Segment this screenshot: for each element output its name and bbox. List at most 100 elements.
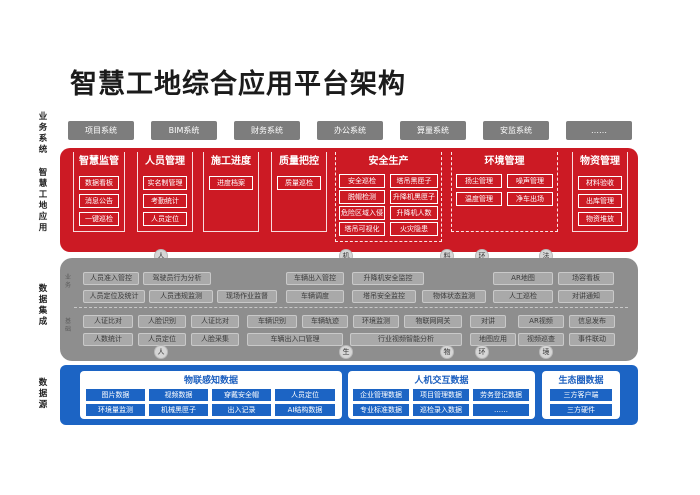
layer-label-application: 智慧工地应用 bbox=[38, 168, 48, 233]
module-title: 智慧监管 bbox=[79, 156, 119, 167]
app-item[interactable]: 扬尘管理 bbox=[456, 174, 502, 188]
integration-item[interactable]: AR地图 bbox=[493, 272, 553, 285]
app-item[interactable]: 进度档案 bbox=[209, 176, 253, 190]
source-item[interactable]: 巡检录入数据 bbox=[413, 404, 469, 416]
connector-bottom-life: 生 bbox=[339, 345, 353, 359]
source-item[interactable]: 出入记录 bbox=[212, 404, 271, 416]
layer-label-source: 数据源 bbox=[38, 378, 48, 410]
integration-item[interactable]: 现场作业监督 bbox=[217, 290, 277, 303]
integration-item[interactable]: 人员违规监测 bbox=[149, 290, 213, 303]
integration-item[interactable]: 车辆识别 bbox=[247, 315, 297, 328]
source-item[interactable]: 劳务登记数据 bbox=[473, 389, 529, 401]
business-system-safety[interactable]: 安监系统 bbox=[483, 121, 549, 140]
integration-item[interactable]: 人脸识别 bbox=[138, 315, 186, 328]
integration-item[interactable]: 升降机安全监控 bbox=[352, 272, 424, 285]
module-title: 质量把控 bbox=[279, 156, 319, 167]
business-system-office[interactable]: 办公系统 bbox=[317, 121, 383, 140]
integration-item[interactable]: 信息发布 bbox=[569, 315, 615, 328]
source-item[interactable]: 图片数据 bbox=[86, 389, 145, 401]
integration-item[interactable]: 物联网网关 bbox=[404, 315, 462, 328]
source-item[interactable]: 项目管理数据 bbox=[413, 389, 469, 401]
source-item[interactable]: 机械黑匣子 bbox=[149, 404, 208, 416]
integration-item[interactable]: 人脸采集 bbox=[191, 333, 239, 346]
business-system-bim[interactable]: BIM系统 bbox=[151, 121, 217, 140]
integration-item[interactable]: 车辆出入管控 bbox=[286, 272, 344, 285]
integration-item[interactable]: 场容看板 bbox=[558, 272, 614, 285]
integration-item[interactable]: 人证比对 bbox=[83, 315, 133, 328]
app-item[interactable]: 消息公告 bbox=[79, 194, 119, 208]
integration-item[interactable]: 对讲 bbox=[470, 315, 506, 328]
app-item[interactable]: 一键巡检 bbox=[79, 212, 119, 226]
integration-item[interactable]: 环境监测 bbox=[353, 315, 399, 328]
source-item[interactable]: 穿戴安全帽 bbox=[212, 389, 271, 401]
source-item[interactable]: 三方客户端 bbox=[550, 389, 612, 401]
connector-bottom-surroundings: 境 bbox=[539, 345, 553, 359]
app-item[interactable]: 物资堆放 bbox=[578, 212, 622, 226]
app-item[interactable]: 材料验收 bbox=[578, 176, 622, 190]
integration-item[interactable]: AR视频 bbox=[518, 315, 564, 328]
integration-item[interactable]: 行业视频智能分析 bbox=[350, 333, 462, 346]
app-item[interactable]: 塔吊黑匣子 bbox=[390, 174, 438, 188]
source-panel-ecosystem: 生态圈数据 三方客户端 三方硬件 bbox=[542, 371, 620, 419]
source-title: 生态圈数据 bbox=[558, 376, 604, 386]
integration-layer: 业务 基础 人员准入管控 驾驶员行为分析 车辆出入管控 升降机安全监控 AR地图… bbox=[60, 258, 638, 361]
page-title: 智慧工地综合应用平台架构 bbox=[70, 69, 406, 100]
integration-item[interactable]: 车辆调度 bbox=[286, 290, 344, 303]
app-item[interactable]: 安全巡检 bbox=[339, 174, 385, 188]
business-system-project[interactable]: 项目系统 bbox=[68, 121, 134, 140]
source-item[interactable]: 环境量监测 bbox=[86, 404, 145, 416]
integration-item[interactable]: 事件联动 bbox=[569, 333, 615, 346]
module-title: 安全生产 bbox=[368, 156, 409, 167]
app-item[interactable]: 升降机人数 bbox=[390, 206, 438, 220]
app-item[interactable]: 塔吊可视化 bbox=[339, 222, 385, 236]
integration-item[interactable]: 塔吊安全监控 bbox=[352, 290, 416, 303]
source-item[interactable]: 视频数据 bbox=[149, 389, 208, 401]
source-item[interactable]: 企业管理数据 bbox=[353, 389, 409, 401]
business-system-quantity[interactable]: 算量系统 bbox=[400, 121, 466, 140]
source-item[interactable]: …… bbox=[473, 404, 529, 416]
side-label-business: 业务 bbox=[64, 274, 71, 289]
app-item[interactable]: 考勤统计 bbox=[143, 194, 187, 208]
module-title: 物资管理 bbox=[580, 156, 620, 167]
source-item[interactable]: 专业标准数据 bbox=[353, 404, 409, 416]
app-item[interactable]: 净车出场 bbox=[507, 192, 553, 206]
integration-item[interactable]: 地图应用 bbox=[470, 333, 516, 346]
app-item[interactable]: 实名制管理 bbox=[143, 176, 187, 190]
source-item[interactable]: AI结构数据 bbox=[275, 404, 335, 416]
source-item[interactable]: 三方硬件 bbox=[550, 404, 612, 416]
app-item[interactable]: 数据看板 bbox=[79, 176, 119, 190]
integration-item[interactable]: 人员准入管控 bbox=[83, 272, 139, 285]
app-item[interactable]: 危险区域入侵 bbox=[339, 206, 385, 220]
integration-item[interactable]: 视频巡查 bbox=[518, 333, 564, 346]
source-panel-iot: 物联感知数据 图片数据 视频数据 穿戴安全帽 人员定位 环境量监测 机械黑匣子 … bbox=[80, 371, 342, 419]
business-system-finance[interactable]: 财务系统 bbox=[234, 121, 300, 140]
app-item[interactable]: 噪声管理 bbox=[507, 174, 553, 188]
module-environment: 环境管理 扬尘管理 噪声管理 温度管理 净车出场 bbox=[451, 152, 558, 232]
app-item[interactable]: 升降机黑匣子 bbox=[390, 190, 438, 204]
module-supervision: 智慧监管 数据看板 消息公告 一键巡检 bbox=[73, 152, 125, 232]
integration-item[interactable]: 车辆轨迹 bbox=[302, 315, 348, 328]
integration-item[interactable]: 对讲通知 bbox=[558, 290, 614, 303]
business-system-more[interactable]: …… bbox=[566, 121, 632, 140]
module-title: 环境管理 bbox=[484, 156, 525, 167]
integration-item[interactable]: 人员定位 bbox=[138, 333, 186, 346]
module-personnel: 人员管理 实名制管理 考勤统计 人员定位 bbox=[137, 152, 193, 232]
layer-divider bbox=[74, 307, 628, 308]
integration-item[interactable]: 车辆出入口管理 bbox=[247, 333, 343, 346]
app-item[interactable]: 出库管理 bbox=[578, 194, 622, 208]
integration-item[interactable]: 人员定位及统计 bbox=[83, 290, 145, 303]
app-item[interactable]: 质量巡检 bbox=[277, 176, 321, 190]
integration-item[interactable]: 人数统计 bbox=[83, 333, 133, 346]
integration-item[interactable]: 物体状态监测 bbox=[422, 290, 486, 303]
integration-item[interactable]: 人证比对 bbox=[191, 315, 239, 328]
source-item[interactable]: 人员定位 bbox=[275, 389, 335, 401]
integration-item[interactable]: 人工巡检 bbox=[493, 290, 553, 303]
integration-item[interactable]: 驾驶员行为分析 bbox=[143, 272, 211, 285]
side-label-base: 基础 bbox=[64, 318, 71, 333]
module-title: 人员管理 bbox=[145, 156, 185, 167]
app-item[interactable]: 温度管理 bbox=[456, 192, 502, 206]
app-item[interactable]: 脱帽检测 bbox=[339, 190, 385, 204]
connector-bottom-environment: 环 bbox=[475, 345, 489, 359]
app-item[interactable]: 人员定位 bbox=[143, 212, 187, 226]
app-item[interactable]: 火灾隐患 bbox=[390, 222, 438, 236]
